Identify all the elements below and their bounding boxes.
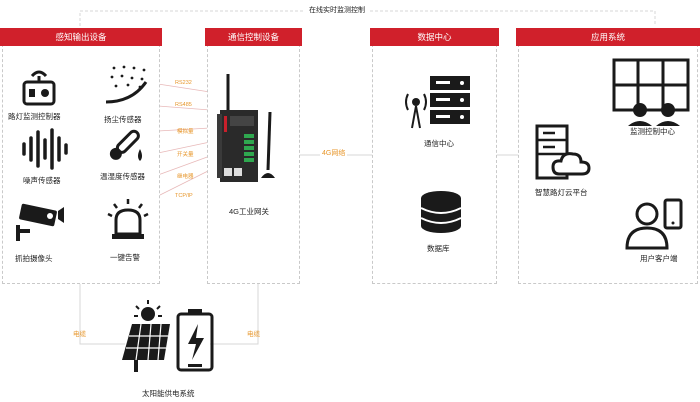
interface-label: RS232 [175, 80, 192, 86]
gateway-label: 4G工业网关 [229, 207, 270, 216]
datacenter-panel-title: 数据中心 [370, 28, 499, 46]
interface-label: 模拟量 [177, 129, 194, 135]
alarm-icon [107, 199, 149, 239]
app-panel-title: 应用系统 [516, 28, 700, 46]
cable-left-label: 电缆 [73, 331, 86, 338]
video-wall-icon [612, 58, 690, 126]
comm-panel-title: 通信控制设备 [205, 28, 302, 46]
camera-label: 抓拍摄像头 [15, 254, 53, 263]
alarm-label: 一键告警 [110, 253, 140, 262]
thermometer-icon [109, 129, 142, 161]
solar-panel-battery-icon [122, 300, 214, 372]
client-label: 用户客户端 [640, 254, 678, 263]
cloud-server-icon [535, 124, 591, 180]
interface-label: RS485 [175, 102, 192, 108]
streetlight-controller-icon [22, 70, 56, 106]
comm-center-label: 通信中心 [424, 139, 454, 148]
database-label: 数据库 [427, 244, 450, 253]
dust-sensor-icon [105, 65, 148, 104]
interface-label: 继电器 [177, 174, 194, 180]
cloud-platform-label: 智慧路灯云平台 [535, 188, 588, 197]
gateway-router-icon [217, 74, 275, 182]
perception-panel [2, 44, 160, 284]
temp-humidity-sensor-label: 温湿度传感器 [100, 172, 145, 181]
sound-wave-icon [22, 128, 68, 170]
dust-sensor-label: 扬尘传感器 [104, 115, 142, 124]
interface-label: 开关量 [177, 152, 194, 158]
noise-sensor-label: 噪声传感器 [23, 176, 61, 185]
4g-network-label: 4G网络 [320, 148, 348, 158]
perception-panel-title: 感知输出设备 [0, 28, 162, 46]
monitor-center-label: 监测控制中心 [630, 127, 675, 136]
interface-label: TCP/IP [175, 193, 193, 199]
solar-power-label: 太阳能供电系统 [142, 389, 195, 398]
camera-icon [16, 203, 64, 241]
realtime-link-label: 在线实时监测控制 [305, 5, 369, 15]
server-antenna-icon [405, 76, 470, 129]
cable-right-label: 电缆 [247, 331, 260, 338]
user-phone-icon [625, 198, 683, 250]
database-icon [420, 191, 462, 233]
streetlight-controller-label: 路灯监测控制器 [8, 112, 61, 121]
